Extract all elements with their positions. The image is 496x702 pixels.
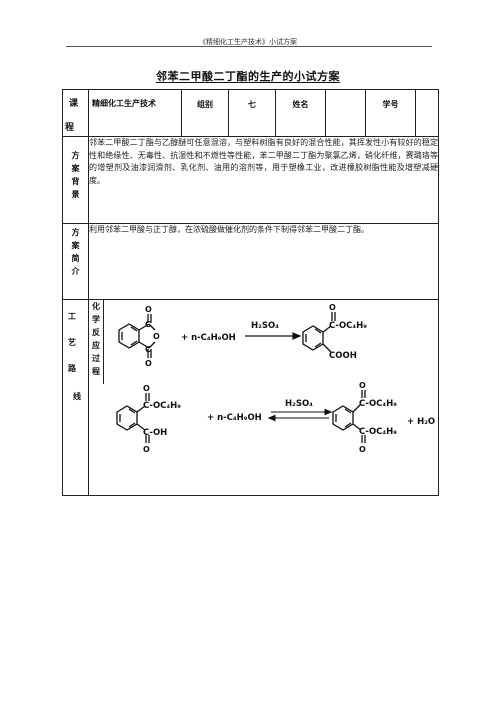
group-value: 七: [228, 89, 276, 137]
info-row: 课 程 精细化工生产技术 组别 七 姓名 学号: [62, 89, 439, 137]
background-label-2: 背: [71, 176, 80, 186]
reaction-label-5: 程: [92, 366, 100, 376]
diester-group-bottom: C-OC₄H₉: [359, 427, 397, 437]
benzene-ring-monoester: [302, 312, 336, 353]
name-value: [325, 89, 366, 137]
summary-label-0: 方: [71, 227, 80, 237]
route-label-1: 艺: [68, 337, 76, 347]
anhydride-o-bottom: O: [145, 359, 152, 368]
document-title: 邻苯二甲酸二丁酯的生产的小试方案: [0, 68, 496, 84]
monoester-acid-group: COOH: [329, 351, 357, 361]
summary-row: 方 案 简 介 利用邻苯二甲酸与正丁醇，在浓硫酸做催化剂的条件下制得邻苯二甲酸二…: [62, 223, 439, 300]
benzene-ring-diester: [332, 390, 366, 443]
course-label-top: 课: [69, 99, 79, 109]
anhydride-o-top: O: [145, 305, 152, 314]
monoester-group: C-OC₄H₉: [329, 321, 367, 331]
benzene-ring-reactant2: [116, 393, 150, 443]
background-row: 方 案 背 景 邻苯二甲酸二丁酯与乙醇醚可任意混溶，与塑料树脂有良好的混合性能，…: [62, 136, 439, 224]
id-value: [415, 89, 439, 137]
reaction2-reagent: + n-C₄H₉OH: [207, 413, 262, 423]
summary-label-3: 介: [71, 266, 80, 276]
anhydride-o-ring: O: [153, 332, 160, 341]
background-text: 邻苯二甲酸二丁酯与乙醇醚可任意混溶，与塑料树脂有良好的混合性能，其挥发性小有较好…: [88, 136, 439, 224]
anhydride-c-top: C: [145, 320, 151, 329]
anhydride-c-bottom: C: [145, 345, 151, 354]
summary-label: 方 案 简 介: [62, 223, 89, 300]
reactant2-acid-group: C-OH: [143, 428, 167, 438]
document-title-text: 邻苯二甲酸二丁酯的生产的小试方案: [156, 70, 340, 83]
reaction-label-4: 过: [92, 353, 100, 363]
background-label-0: 方: [71, 150, 80, 160]
route-row: 工 艺 路 线 化 学 反 应 过 程: [62, 299, 439, 496]
route-label-3: 线: [73, 391, 81, 401]
reaction-label-0: 化: [92, 301, 100, 311]
reaction-label: 化 学 反 应 过 程: [89, 300, 104, 384]
course-label-cell: 课 程: [62, 89, 89, 137]
reaction-label-3: 应: [92, 340, 100, 350]
page-header: 《精细化工生产技术》小试方案: [199, 38, 297, 46]
group-label: 组别: [181, 89, 229, 137]
reactant2-ester-group: C-OC₄H₉: [143, 401, 181, 411]
background-label: 方 案 背 景: [62, 136, 89, 224]
reactant2-o-bottom: O: [143, 445, 150, 454]
route-label-2: 路: [68, 363, 76, 373]
diester-o-top: O: [359, 381, 366, 390]
course-value: 精细化工生产技术: [88, 89, 182, 137]
summary-label-2: 简: [71, 253, 80, 263]
reaction1-arrow: [245, 332, 302, 340]
header-rule: [66, 46, 432, 47]
reaction-label-1: 学: [92, 314, 100, 324]
reaction-scheme: O C O C O + n-C₄H₉OH H₂SO₄: [116, 303, 435, 454]
course-label-bottom: 程: [65, 123, 75, 133]
background-label-1: 案: [71, 163, 80, 173]
background-label-3: 景: [71, 189, 80, 199]
reaction2-byproduct: + H₂O: [407, 417, 435, 427]
diester-o-bottom: O: [359, 445, 366, 454]
reaction1-reagent: + n-C₄H₉OH: [181, 333, 236, 343]
plan-table: 课 程 精细化工生产技术 组别 七 姓名 学号 方 案 背 景 邻苯二甲酸二丁酯…: [62, 89, 439, 496]
diester-group-top: C-OC₄H₉: [359, 399, 397, 409]
reaction1-catalyst: H₂SO₄: [251, 321, 279, 331]
benzene-ring-anhydride: [118, 314, 156, 358]
monoester-o: O: [329, 303, 336, 312]
reaction2-catalyst: H₂SO₄: [285, 399, 313, 409]
summary-text: 利用邻苯二甲酸与正丁醇，在浓硫酸做催化剂的条件下制得邻苯二甲酸二丁酯。: [88, 223, 439, 300]
id-label: 学号: [365, 89, 416, 137]
route-label-0: 工: [68, 311, 76, 321]
reactant2-o-top: O: [143, 384, 150, 393]
summary-label-1: 案: [71, 240, 80, 250]
route-label: 工 艺 路 线: [62, 299, 89, 496]
reaction-label-2: 反: [92, 327, 100, 337]
reaction-cell: 化 学 反 应 过 程: [88, 299, 439, 496]
reaction2-equilibrium-arrow: [267, 408, 333, 422]
name-label: 姓名: [275, 89, 326, 137]
